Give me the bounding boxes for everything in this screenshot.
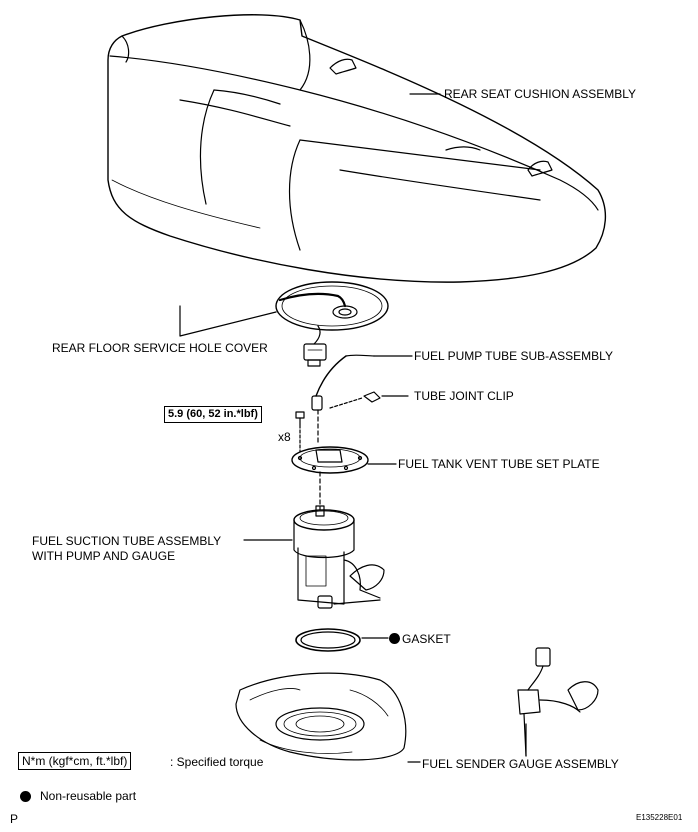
fuel-sender-gauge-drawing bbox=[517, 647, 599, 757]
rear-seat-cushion-drawing bbox=[107, 14, 607, 283]
page-corner-letter: P bbox=[10, 812, 19, 826]
legend-non-reusable-dot bbox=[20, 791, 31, 802]
label-fuel-suction-tube-line2: WITH PUMP AND GAUGE bbox=[32, 549, 176, 563]
label-fuel-sender-gauge: FUEL SENDER GAUGE ASSEMBLY bbox=[422, 757, 619, 771]
legend-torque-box: N*m (kgf*cm, ft.*lbf) bbox=[18, 752, 132, 770]
legend-non-reusable-text: Non-reusable part bbox=[40, 789, 137, 803]
label-fuel-suction-tube-line1: FUEL SUCTION TUBE ASSEMBLY bbox=[32, 534, 222, 548]
fuel-tank-drawing bbox=[235, 672, 407, 761]
gasket-drawing bbox=[295, 628, 361, 652]
bolt-count: x8 bbox=[278, 430, 291, 444]
label-tube-joint-clip: TUBE JOINT CLIP bbox=[414, 389, 514, 403]
tube-joint-clip-drawing bbox=[329, 391, 409, 409]
bolt-drawing bbox=[295, 411, 305, 453]
label-rear-seat-cushion: REAR SEAT CUSHION ASSEMBLY bbox=[444, 87, 637, 101]
label-rear-floor-service-hole-cover: REAR FLOOR SERVICE HOLE COVER bbox=[52, 341, 268, 355]
fuel-suction-tube-drawing bbox=[293, 505, 385, 609]
legend-torque-description: : Specified torque bbox=[170, 755, 264, 769]
figure-code: E135228E01 bbox=[636, 813, 683, 822]
non-reusable-marker-gasket bbox=[389, 633, 400, 644]
service-hole-cover-drawing bbox=[275, 281, 389, 367]
fuel-pump-tube-drawing bbox=[311, 354, 413, 411]
cover-leader-line bbox=[179, 305, 277, 337]
label-fuel-tank-vent-tube-set-plate: FUEL TANK VENT TUBE SET PLATE bbox=[398, 457, 600, 471]
vent-tube-set-plate-drawing bbox=[291, 446, 369, 474]
label-gasket: GASKET bbox=[402, 632, 451, 646]
torque-spec-box: 5.9 (60, 52 in.*lbf) bbox=[164, 406, 262, 423]
label-fuel-pump-tube: FUEL PUMP TUBE SUB-ASSEMBLY bbox=[414, 349, 613, 363]
